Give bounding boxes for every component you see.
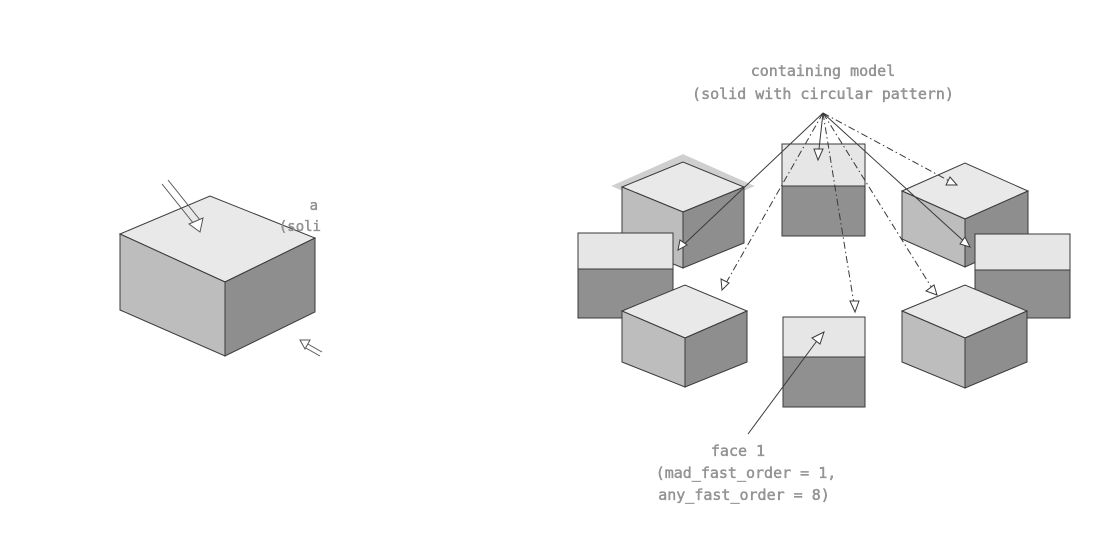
pattern-square-bottom-center	[782, 316, 866, 408]
face-1-leader	[747, 331, 825, 435]
containing-model-label-line2: (solid with circular pattern)	[692, 85, 954, 103]
containing-model-label-line1: containing model	[751, 62, 896, 80]
pattern-square-top-center	[781, 143, 866, 237]
containing-model-leaders	[677, 112, 971, 314]
pattern-cube-top-left	[611, 154, 755, 269]
pattern-cube-bottom-right	[900, 284, 1029, 389]
pattern-cube-bottom-left	[620, 284, 749, 388]
small-label-line1: a	[310, 198, 318, 214]
face-1-label-line2: (mad_fast_order = 1,	[656, 464, 837, 482]
small-label-line2: (soli	[279, 219, 321, 235]
single-solid-box	[118, 195, 317, 357]
single-box-arrow-top	[161, 179, 204, 233]
single-box-arrow-bottom	[299, 339, 323, 357]
face-1-label-line3: any_fast_order = 8)	[658, 486, 830, 504]
face-1-label-line1: face 1	[711, 442, 765, 460]
